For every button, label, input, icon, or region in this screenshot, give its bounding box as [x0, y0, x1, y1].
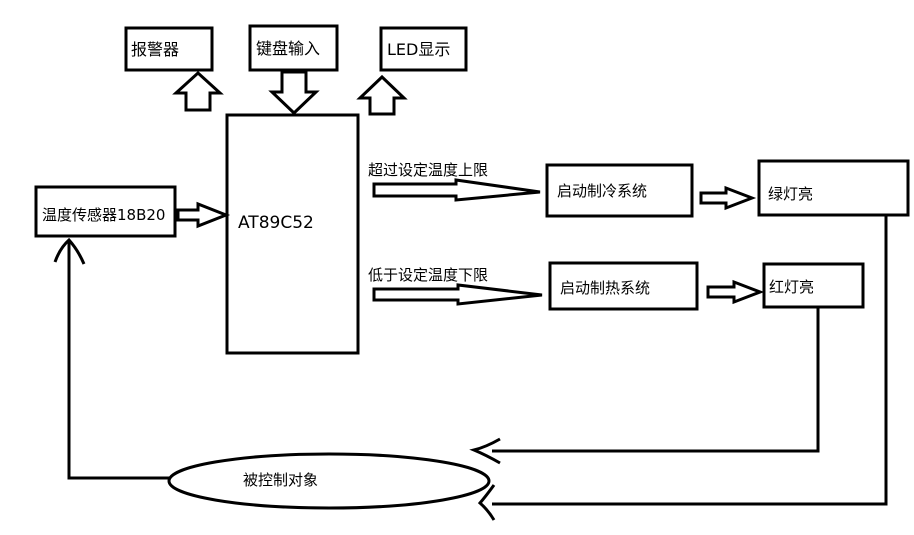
- sensor-box: 温度传感器18B20: [34, 185, 177, 238]
- controlled-object-label: 被控制对象: [243, 471, 318, 489]
- cooling-system-label: 启动制冷系统: [557, 182, 647, 200]
- green-light-label: 绿灯亮: [768, 185, 813, 203]
- keyboard-input-label: 键盘输入: [256, 39, 320, 58]
- arrow-mcu-to-heating: [372, 283, 543, 306]
- arrow-heating-to-red: [706, 279, 765, 305]
- keyboard-input-box: 键盘输入: [248, 24, 339, 72]
- heating-system-label: 启动制热系统: [560, 279, 650, 297]
- led-display-label: LED显示: [387, 40, 450, 59]
- cooling-system-box: 启动制冷系统: [545, 163, 694, 218]
- feedback-line-green-to-object: [492, 215, 888, 506]
- heating-system-box: 启动制热系统: [548, 261, 699, 311]
- green-light-box: 绿灯亮: [757, 159, 910, 217]
- controlled-object-ellipse: 被控制对象: [167, 452, 491, 510]
- arrowhead-green-feedback: [477, 484, 496, 521]
- arrowhead-red-feedback: [469, 437, 501, 465]
- feedback-line-red-to-object: [492, 307, 820, 453]
- alarm-box: 报警器: [124, 26, 214, 72]
- arrow-down-from-keyboard: [268, 70, 320, 116]
- sensor-label: 温度传感器18B20: [42, 206, 165, 224]
- mcu-label: AT89C52: [238, 213, 314, 233]
- arrow-cooling-to-green: [699, 185, 757, 211]
- arrow-up-to-led: [356, 74, 408, 116]
- red-light-box: 红灯亮: [762, 262, 865, 309]
- led-display-box: LED显示: [379, 26, 468, 72]
- arrow-up-to-alarm: [172, 70, 224, 112]
- arrow-mcu-to-cooling: [372, 178, 541, 202]
- arrowhead-to-sensor: [53, 237, 86, 265]
- condition-below-label: 低于设定温度下限: [368, 266, 488, 284]
- red-light-label: 红灯亮: [769, 278, 814, 296]
- condition-above-label: 超过设定温度上限: [368, 161, 488, 179]
- alarm-label: 报警器: [131, 40, 179, 59]
- mcu-box: AT89C52: [225, 113, 360, 355]
- feedback-line-object-to-sensor: [67, 240, 170, 480]
- arrow-sensor-to-mcu: [176, 201, 231, 229]
